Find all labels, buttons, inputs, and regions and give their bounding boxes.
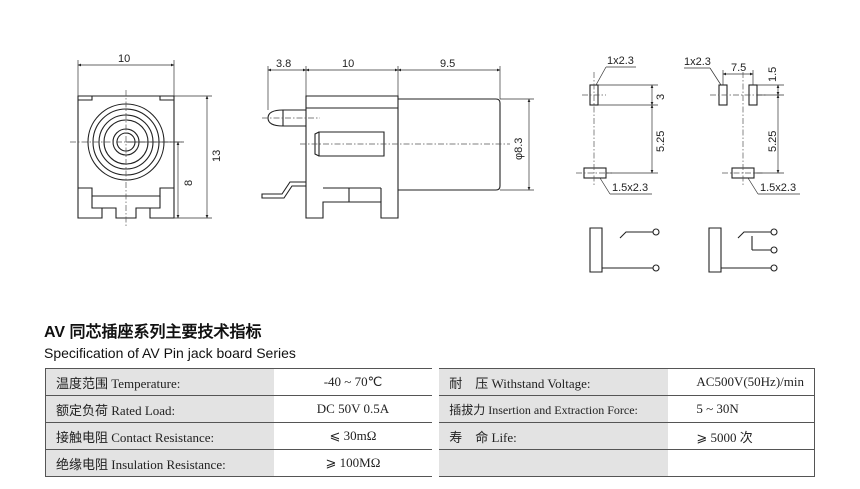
dim-pitch: 7.5 [731,62,746,74]
spec-title-cn: AV 同芯插座系列主要技术指标 [44,324,262,341]
dim-height-525-left: 5.25 [655,131,667,152]
front-view: 10 13 8 [70,53,223,226]
schematic-symbol-left [589,227,660,273]
spec-value: 5 ~ 30N [668,395,816,423]
dim-front-height: 13 [211,150,223,162]
technical-drawing: 10 13 8 3.8 [70,53,800,273]
dim-side-diameter: φ8.3 [513,138,525,160]
dim-height-15: 1.5 [767,67,779,82]
spec-label: 寿 命 Life: [439,422,669,450]
spec-value: ⩾ 100MΩ [274,449,432,477]
dim-front-center: 8 [183,180,195,186]
table-row: 绝缘电阻 Insulation Resistance: ⩾ 100MΩ [45,449,816,477]
spec-label: 额定负荷 Rated Load: [45,395,275,423]
dim-front-width: 10 [118,53,130,65]
spec-value: AC500V(50Hz)/min [668,368,816,396]
spec-label: 绝缘电阻 Insulation Resistance: [45,449,275,477]
dim-side-b: 10 [342,58,354,70]
spec-value: DC 50V 0.5A [274,395,432,423]
dim-pad-3: 1.5x2.3 [612,182,648,194]
spec-table: 温度范围 Temperature: -40 ~ 70℃ 耐 压 Withstan… [45,368,816,477]
spec-value: ⩽ 30mΩ [274,422,432,450]
schematic-symbol-right [708,227,778,273]
spec-label: 耐 压 Withstand Voltage: [439,368,669,396]
dim-pad-4: 1.5x2.3 [760,182,796,194]
spec-label [439,449,669,477]
dim-height-3: 3 [655,94,667,100]
pcb-footprint-left: 1x2.3 3 5.25 1.5x2.3 [576,55,667,195]
spec-value: -40 ~ 70℃ [274,368,432,396]
spec-value: ⩾ 5000 次 [668,422,816,450]
dim-pad-2: 1x2.3 [684,56,711,68]
pcb-footprint-right: 7.5 1x2.3 1.5 5.25 1.5x2.3 [684,56,800,195]
spec-label: 接触电阻 Contact Resistance: [45,422,275,450]
dim-height-525-right: 5.25 [767,131,779,152]
spec-label: 插拔力 Insertion and Extraction Force: [439,395,669,423]
spec-value [668,449,816,477]
dim-pad-1: 1x2.3 [607,55,634,67]
dim-side-c: 9.5 [440,58,455,70]
spec-label: 温度范围 Temperature: [45,368,275,396]
side-view: 3.8 10 9.5 φ8.3 [261,58,534,219]
table-row: 接触电阻 Contact Resistance: ⩽ 30mΩ 寿 命 Life… [45,422,816,450]
table-row: 温度范围 Temperature: -40 ~ 70℃ 耐 压 Withstan… [45,368,816,396]
table-row: 额定负荷 Rated Load: DC 50V 0.5A 插拔力 Inserti… [45,395,816,423]
dim-side-a: 3.8 [276,58,291,70]
spec-title-en: Specification of AV Pin jack board Serie… [44,345,296,361]
